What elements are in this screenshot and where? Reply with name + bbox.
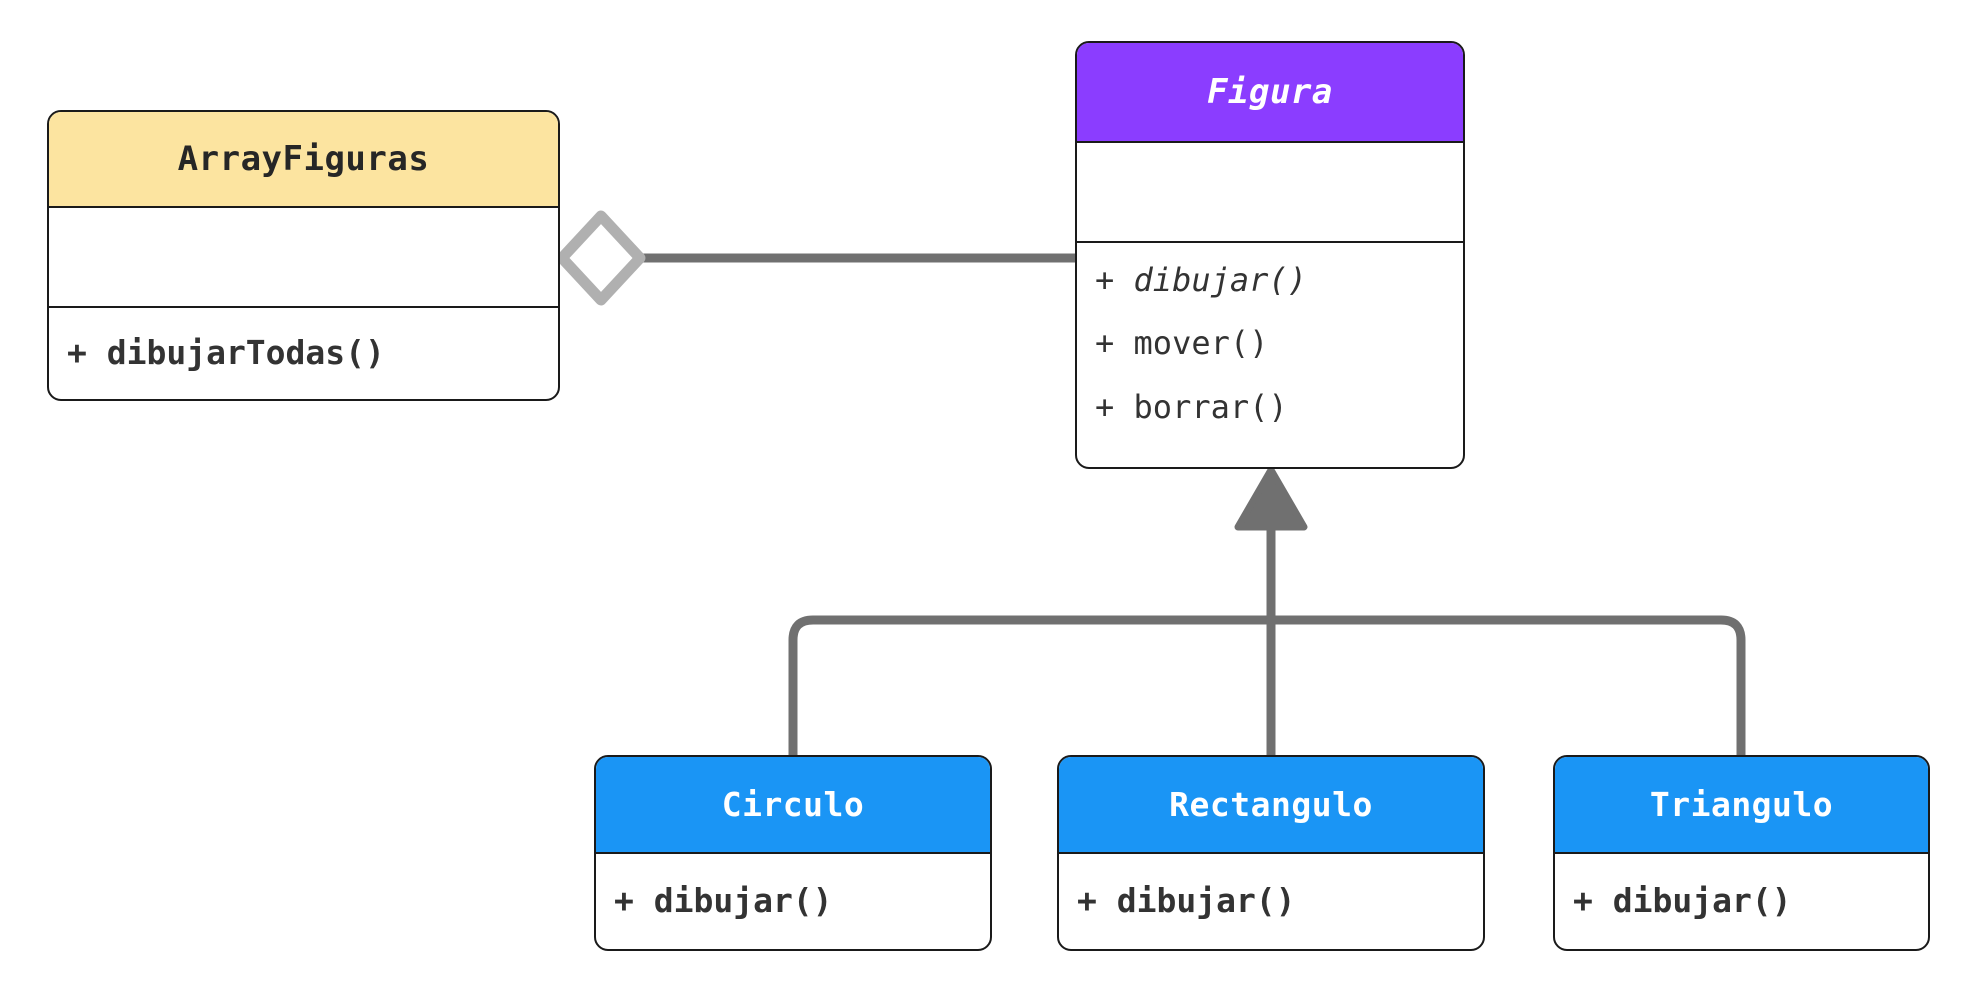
methods-compartment-figura: + dibujar() + mover() + borrar() bbox=[1077, 243, 1463, 467]
method-item: + dibujar() bbox=[1573, 881, 1792, 921]
methods-compartment-triangulo: + dibujar() bbox=[1555, 854, 1928, 949]
class-name-circulo: Circulo bbox=[596, 757, 990, 854]
methods-compartment-rectangulo: + dibujar() bbox=[1059, 854, 1483, 949]
uml-class-circulo[interactable]: Circulo + dibujar() bbox=[594, 755, 992, 951]
class-name-rectangulo: Rectangulo bbox=[1059, 757, 1483, 854]
method-item: + dibujarTodas() bbox=[67, 333, 385, 373]
methods-compartment-arrayfiguras: + dibujarTodas() bbox=[49, 308, 558, 399]
method-item: + borrar() bbox=[1095, 387, 1288, 426]
method-item: + dibujar() bbox=[614, 881, 833, 921]
uml-class-triangulo[interactable]: Triangulo + dibujar() bbox=[1553, 755, 1930, 951]
aggregation-diamond-icon bbox=[556, 210, 646, 306]
method-item: + mover() bbox=[1095, 324, 1269, 363]
generalization-arrowhead-icon bbox=[1234, 466, 1308, 531]
method-item: + dibujar() bbox=[1095, 261, 1307, 299]
methods-compartment-circulo: + dibujar() bbox=[596, 854, 990, 949]
generalization-branch-circulo bbox=[788, 615, 1276, 762]
uml-class-arrayfiguras[interactable]: ArrayFiguras + dibujarTodas() bbox=[47, 110, 560, 401]
class-name-triangulo: Triangulo bbox=[1555, 757, 1928, 854]
class-name-figura: Figura bbox=[1077, 43, 1463, 143]
attributes-compartment-figura bbox=[1077, 143, 1463, 243]
class-name-arrayfiguras: ArrayFiguras bbox=[49, 112, 558, 208]
method-item: + dibujar() bbox=[1077, 881, 1296, 921]
uml-class-rectangulo[interactable]: Rectangulo + dibujar() bbox=[1057, 755, 1485, 951]
attributes-compartment-arrayfiguras bbox=[49, 208, 558, 308]
generalization-branch-triangulo bbox=[1266, 615, 1746, 762]
uml-class-figura[interactable]: Figura + dibujar() + mover() + borrar() bbox=[1075, 41, 1465, 469]
